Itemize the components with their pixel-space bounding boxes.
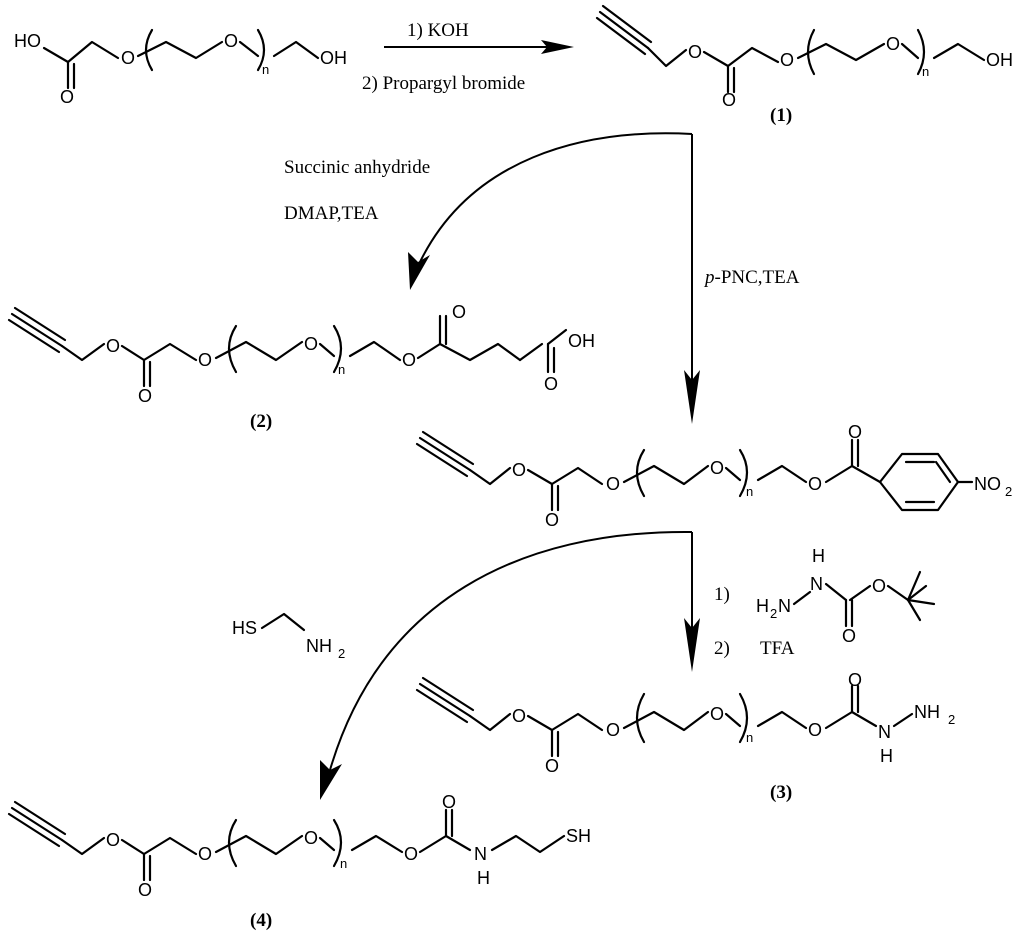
atom-o: O bbox=[545, 756, 559, 776]
atom-ho: HO bbox=[14, 31, 41, 51]
reagent-cysteamine-sub: 2 bbox=[338, 646, 345, 661]
atom-o: O bbox=[198, 350, 212, 370]
reagent-step4-1: 1) bbox=[714, 584, 730, 605]
atom-oh: OH bbox=[986, 50, 1013, 70]
atom-o: O bbox=[106, 336, 120, 356]
atom-o: O bbox=[886, 34, 900, 54]
atom-oh: OH bbox=[568, 331, 595, 351]
atom-o: O bbox=[402, 350, 416, 370]
compound-nitrophenyl-ester: O O O O n O O NO 2 bbox=[415, 422, 1012, 530]
atom-o: O bbox=[138, 386, 152, 406]
atom-o: O bbox=[710, 458, 724, 478]
atom-o: O bbox=[808, 474, 822, 494]
atom-o: O bbox=[808, 720, 822, 740]
atom-h2n-sub: 2 bbox=[770, 606, 777, 621]
atom-h: H bbox=[477, 868, 490, 888]
atom-o: O bbox=[304, 334, 318, 354]
reagent-step4-2: 2) bbox=[714, 638, 730, 659]
atom-o: O bbox=[304, 828, 318, 848]
atom-oh: OH bbox=[320, 48, 347, 68]
atom-no2: NO bbox=[974, 474, 1001, 494]
atom-o: O bbox=[452, 302, 466, 322]
atom-o: O bbox=[545, 510, 559, 530]
atom-o: O bbox=[121, 48, 135, 68]
atom-h2n: H bbox=[756, 596, 769, 616]
reagent-propargyl-bromide: 2) Propargyl bromide bbox=[362, 73, 525, 94]
compound-label-1: (1) bbox=[770, 105, 792, 126]
compound-label-3: (3) bbox=[770, 782, 792, 803]
atom-o: O bbox=[780, 50, 794, 70]
atom-o: O bbox=[848, 422, 862, 442]
atom-o: O bbox=[722, 90, 736, 110]
repeat-n: n bbox=[340, 856, 347, 871]
repeat-n: n bbox=[746, 730, 753, 745]
compound-3: O O O O n O O N H NH 2 (3) bbox=[415, 670, 955, 803]
atom-o: O bbox=[710, 704, 724, 724]
reagent-succinic-anhydride: Succinic anhydride bbox=[284, 157, 430, 178]
arrow-step-2: Succinic anhydride DMAP,TEA bbox=[284, 132, 693, 290]
atom-o: O bbox=[442, 792, 456, 812]
starting-material: HO O O O n OH bbox=[14, 28, 347, 107]
compound-label-2: (2) bbox=[250, 411, 272, 432]
compound-4: O O O O n O O N H SH (4) bbox=[7, 792, 591, 931]
atom-o: O bbox=[606, 474, 620, 494]
atom-o: O bbox=[606, 720, 620, 740]
repeat-n: n bbox=[338, 362, 345, 377]
repeat-n: n bbox=[922, 64, 929, 79]
atom-o: O bbox=[688, 42, 702, 62]
reagent-koh: 1) KOH bbox=[407, 20, 469, 41]
compound-2: O O O O n O O O OH (2) bbox=[7, 302, 595, 432]
atom-o: O bbox=[224, 31, 238, 51]
reagent-p-pnc-tea: p-PNC,TEA bbox=[703, 267, 800, 288]
atom-n: N bbox=[878, 722, 891, 742]
compound-1: O O O O n OH (1) bbox=[595, 4, 1013, 126]
atom-o: O bbox=[404, 844, 418, 864]
atom-o: O bbox=[872, 576, 886, 596]
boc-hydrazine: H 2 N N H O O bbox=[756, 546, 936, 646]
atom-h2n-n: N bbox=[778, 596, 791, 616]
atom-h: H bbox=[812, 546, 825, 566]
atom-no2-subscript: 2 bbox=[1005, 484, 1012, 499]
atom-o: O bbox=[138, 880, 152, 900]
arrow-step-3: p-PNC,TEA bbox=[684, 134, 800, 424]
repeat-n: n bbox=[746, 484, 753, 499]
atom-o: O bbox=[512, 460, 526, 480]
atom-o: O bbox=[544, 374, 558, 394]
atom-nh2: NH bbox=[914, 702, 940, 722]
reagent-tfa: TFA bbox=[760, 638, 795, 659]
repeat-n: n bbox=[262, 62, 269, 77]
atom-o: O bbox=[842, 626, 856, 646]
atom-o: O bbox=[106, 830, 120, 850]
atom-o: O bbox=[60, 87, 74, 107]
reagent-cysteamine-hs: HS bbox=[232, 618, 257, 638]
compound-label-4: (4) bbox=[250, 910, 272, 931]
reagent-dmap-tea: DMAP,TEA bbox=[284, 203, 379, 224]
atom-h: H bbox=[880, 746, 893, 766]
atom-nh2-sub: 2 bbox=[948, 712, 955, 727]
arrow-step-5: HS NH 2 bbox=[232, 530, 693, 800]
atom-o: O bbox=[512, 706, 526, 726]
atom-sh: SH bbox=[566, 826, 591, 846]
arrow-step-4: 1) 2) TFA H 2 N N H O O bbox=[684, 532, 936, 672]
reagent-cysteamine-nh: NH bbox=[306, 636, 332, 656]
atom-o: O bbox=[848, 670, 862, 690]
atom-n: N bbox=[474, 844, 487, 864]
atom-nh: N bbox=[810, 574, 823, 594]
arrow-step-1: 1) KOH 2) Propargyl bromide bbox=[362, 20, 574, 94]
atom-o: O bbox=[198, 844, 212, 864]
